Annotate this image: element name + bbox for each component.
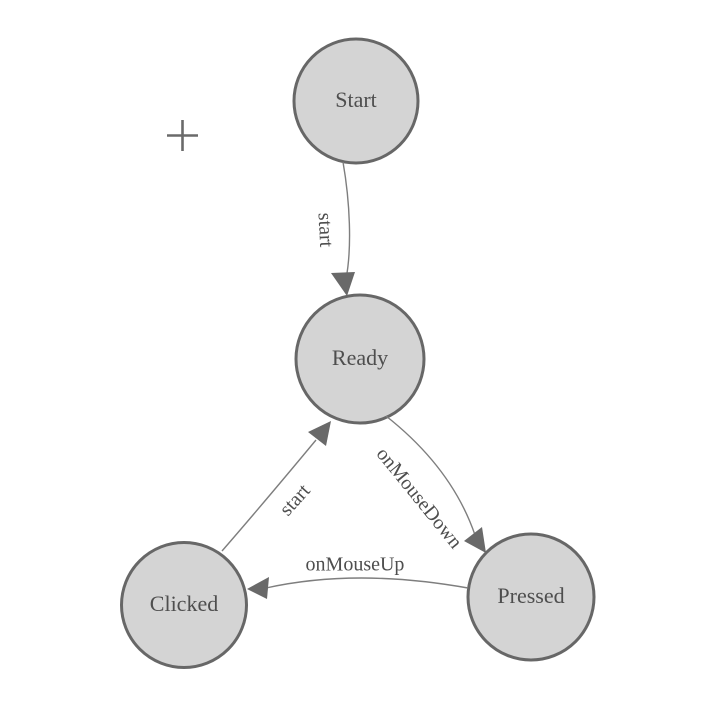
edge-label: start	[275, 480, 315, 521]
state-circle[interactable]	[120, 541, 248, 669]
state-circle[interactable]	[294, 293, 426, 425]
edge-line[interactable]	[221, 439, 317, 552]
edge-label: onMouseUp	[306, 554, 405, 576]
edge-arrowhead-icon	[331, 272, 355, 296]
node-pressed[interactable]: Pressed	[466, 532, 596, 662]
edge-pressed-to-clicked[interactable]: onMouseUp	[247, 554, 469, 599]
state-label: Start	[335, 87, 377, 112]
edge-line[interactable]	[342, 161, 351, 280]
state-label: Pressed	[497, 583, 564, 608]
crosshair-cursor-icon	[167, 120, 198, 151]
edge-arrowhead-icon	[464, 527, 486, 553]
node-ready[interactable]: Ready	[294, 293, 426, 425]
state-label: Clicked	[150, 591, 218, 616]
edge-arrowhead-icon	[308, 421, 331, 446]
edge-label: onMouseDown	[372, 443, 467, 553]
state-circle[interactable]	[292, 37, 420, 165]
node-start[interactable]: Start	[292, 37, 420, 165]
edge-line[interactable]	[385, 415, 476, 536]
edge-ready-to-pressed[interactable]: onMouseDown	[372, 415, 486, 553]
edge-label: start	[314, 212, 338, 248]
state-label: Ready	[332, 345, 388, 370]
edge-clicked-to-ready[interactable]: start	[221, 421, 331, 552]
state-circle[interactable]	[466, 532, 596, 662]
edge-line[interactable]	[265, 577, 469, 589]
node-clicked[interactable]: Clicked	[120, 541, 248, 669]
edge-arrowhead-icon	[247, 577, 269, 599]
edge-start-to-ready[interactable]: start	[314, 161, 355, 296]
